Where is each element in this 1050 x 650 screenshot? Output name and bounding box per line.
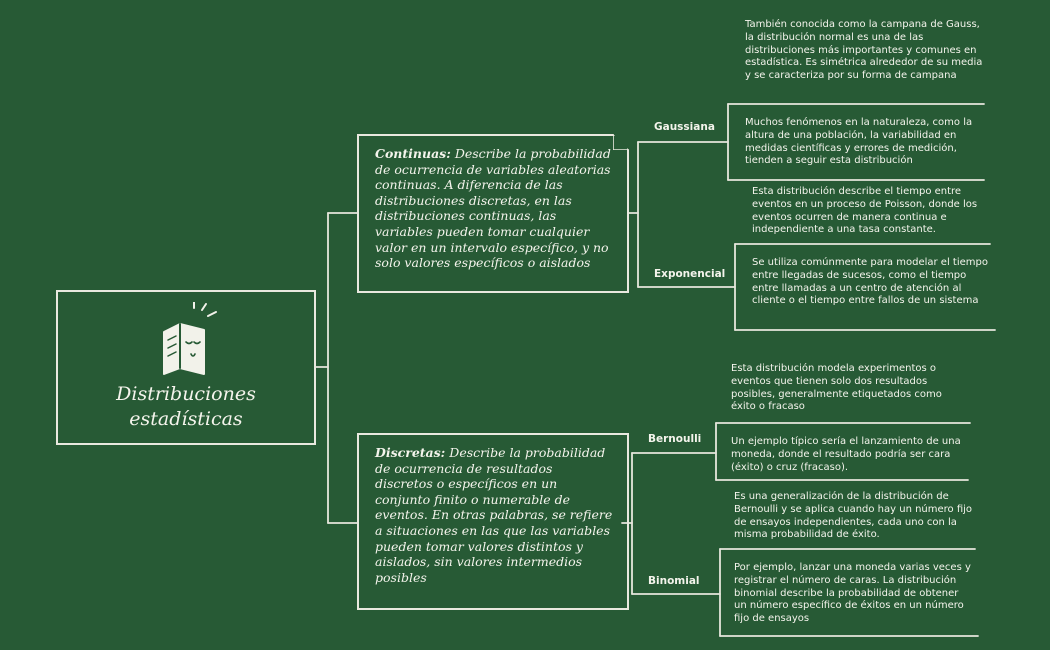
root-title: Distribuciones estadísticas — [58, 382, 314, 432]
card-fold-corner — [613, 134, 629, 150]
exponencial-desc-1: Esta distribución describe el tiempo ent… — [752, 186, 978, 236]
continuas-heading: Continuas: — [375, 146, 451, 161]
root-title-line1: Distribuciones — [116, 383, 256, 405]
label-exponencial: Exponencial — [654, 268, 726, 280]
discretas-text: Describe la probabilidad de ocurrencia d… — [375, 445, 613, 585]
binomial-desc-2: Por ejemplo, lanzar una moneda varias ve… — [734, 562, 971, 625]
label-gaussiana: Gaussiana — [654, 121, 715, 133]
exponencial-desc-2: Se utiliza comúnmente para modelar el ti… — [752, 257, 988, 307]
card-continuas: Continuas: Describe la probabilidad de o… — [357, 134, 629, 293]
card-discretas: Discretas: Describe la probabilidad de o… — [357, 433, 629, 610]
book-icon — [163, 302, 217, 375]
root-node: Distribuciones estadísticas — [56, 290, 316, 445]
bernoulli-desc-2: Un ejemplo típico sería el lanzamiento d… — [731, 436, 961, 473]
binomial-desc-1: Es una generalización de la distribución… — [734, 491, 973, 541]
bernoulli-desc-1: Esta distribución modela experimentos o … — [731, 363, 942, 413]
gaussiana-desc-1: También conocida como la campana de Gaus… — [745, 19, 983, 82]
discretas-heading: Discretas: — [375, 445, 446, 460]
gaussiana-desc-2: Muchos fenómenos en la naturaleza, como … — [745, 117, 973, 167]
continuas-text: Describe la probabilidad de ocurrencia d… — [375, 146, 611, 271]
root-title-line2: estadísticas — [129, 408, 243, 430]
label-binomial: Binomial — [648, 575, 700, 587]
label-bernoulli: Bernoulli — [648, 433, 702, 445]
